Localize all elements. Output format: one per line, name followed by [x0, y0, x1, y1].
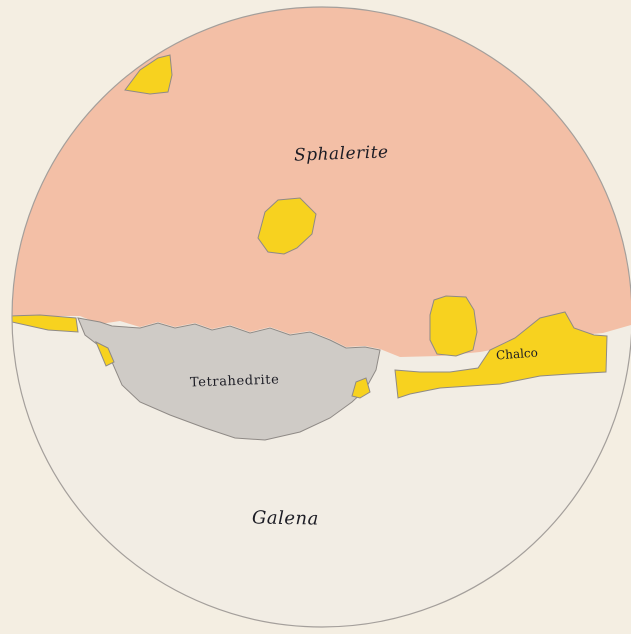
tetrahedrite-label: Tetrahedrite — [190, 372, 280, 390]
sphalerite-label: Sphalerite — [294, 142, 389, 165]
chalcopyrite-grain — [430, 296, 477, 356]
galena-label: Galena — [252, 507, 319, 529]
sphalerite-region — [0, 0, 631, 357]
chalco-label: Chalco — [496, 346, 539, 363]
